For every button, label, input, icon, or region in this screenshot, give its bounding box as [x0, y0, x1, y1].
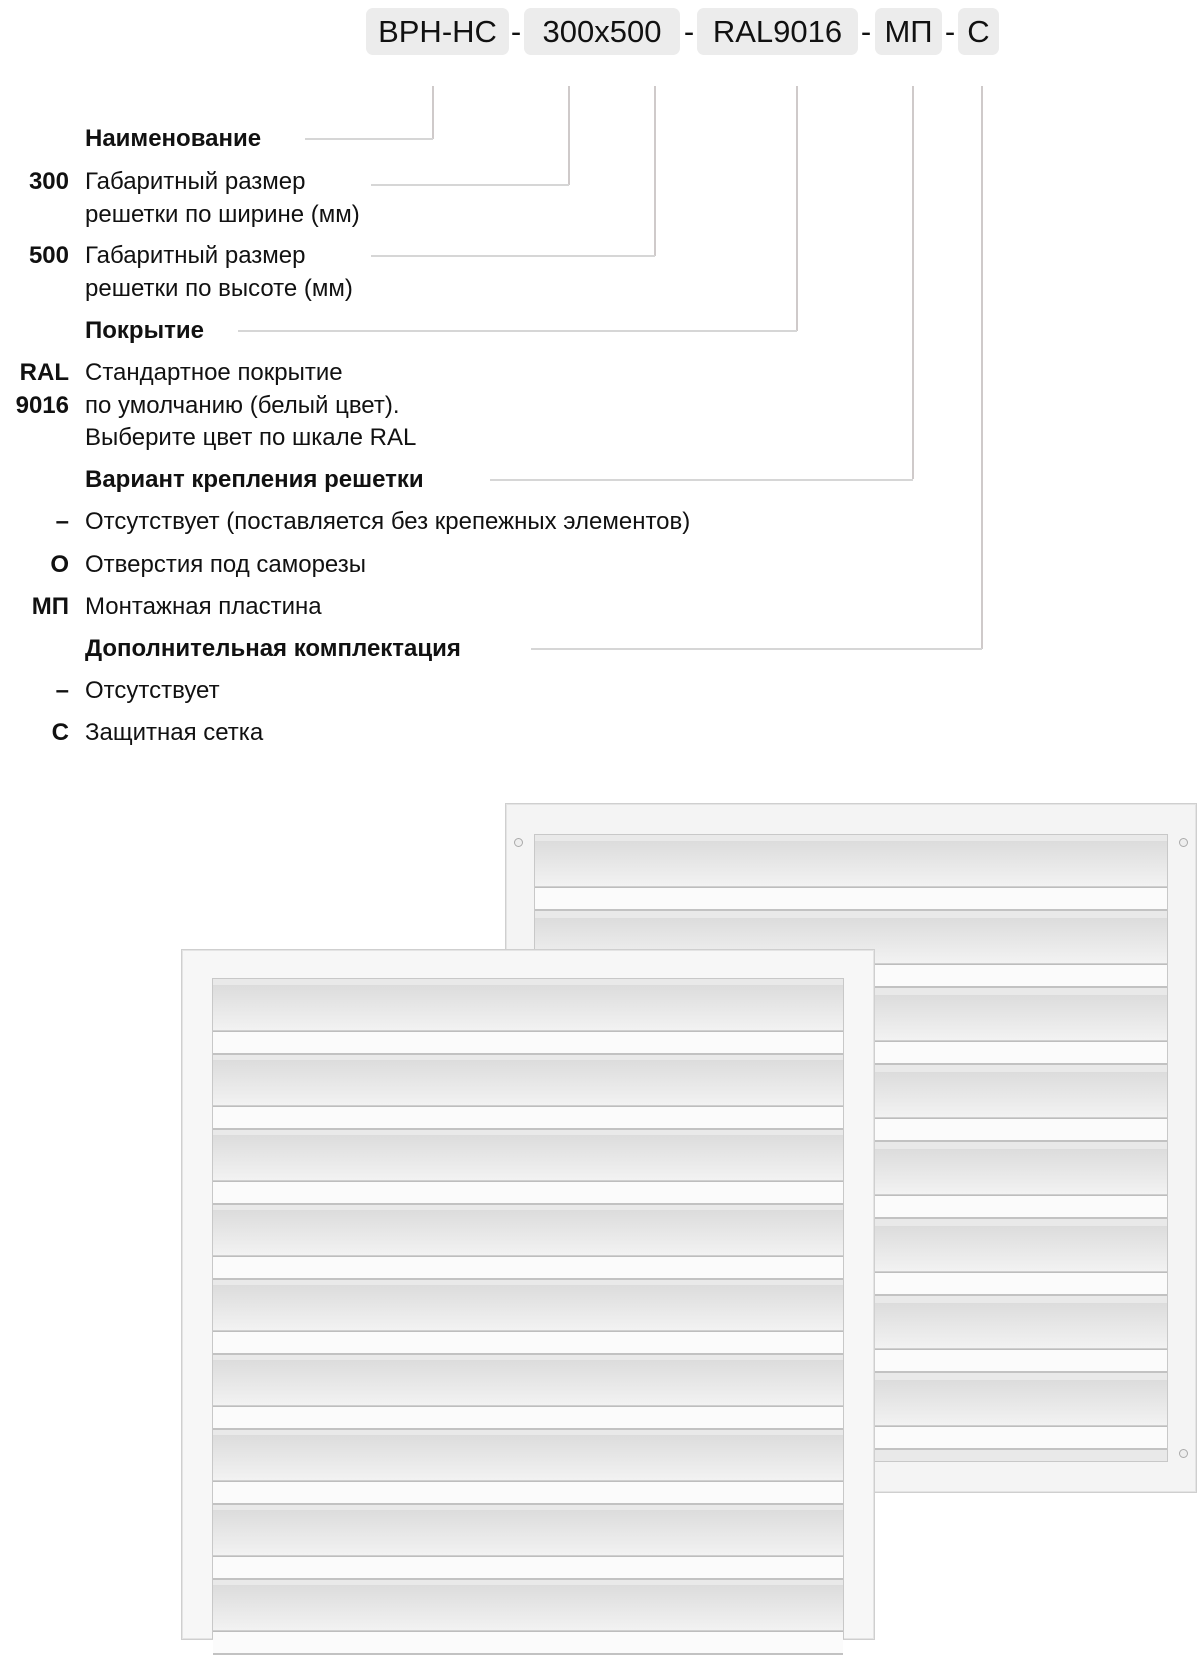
- extra-heading: Дополнительная комплектация: [85, 635, 461, 662]
- width-text-1: Габаритный размер: [85, 168, 306, 195]
- height-text-1: Габаритный размер: [85, 242, 306, 269]
- code-part-size: 300x500: [524, 8, 680, 55]
- code-separator: -: [944, 14, 956, 49]
- coating-text-2: по умолчанию (белый цвет).: [85, 392, 400, 419]
- coating-text-3: Выберите цвет по шкале RAL: [85, 424, 417, 451]
- extra-option-text: Отсутствует: [85, 677, 220, 704]
- coating-text-1: Стандартное покрытие: [85, 359, 343, 386]
- louver-slat: [535, 841, 1167, 916]
- mount-option-text: Отсутствует (поставляется без крепежных …: [85, 508, 691, 535]
- mount-heading: Вариант крепления решетки: [85, 466, 424, 493]
- height-text-2: решетки по высоте (мм): [85, 275, 353, 302]
- coating-heading: Покрытие: [85, 317, 204, 344]
- extra-option-text: Защитная сетка: [85, 719, 264, 746]
- width-text-2: решетки по ширине (мм): [85, 201, 360, 228]
- extra-option-code: С: [51, 719, 69, 746]
- extra-option-code: –: [55, 677, 69, 704]
- louver-slat: [213, 1135, 843, 1210]
- louver-slat: [213, 1360, 843, 1435]
- width-code: 300: [28, 168, 69, 195]
- coating-code-2: 9016: [15, 392, 69, 419]
- code-separator: -: [683, 14, 695, 49]
- mount-option-code: МП: [31, 593, 69, 620]
- louver-slat: [213, 1285, 843, 1360]
- code-part-coating: RAL9016: [697, 8, 858, 55]
- mount-option-text: Монтажная пластина: [85, 593, 322, 620]
- louver-slat: [213, 985, 843, 1060]
- mount-option-text: Отверстия под саморезы: [85, 551, 367, 578]
- louver-slat: [213, 1585, 843, 1660]
- name-heading: Наименование: [85, 125, 262, 152]
- coating-code-1: RAL: [19, 359, 69, 386]
- louver-slat: [213, 1210, 843, 1285]
- louver-slat: [213, 1435, 843, 1510]
- code-separator: -: [860, 14, 872, 49]
- height-code: 500: [28, 242, 69, 269]
- code-part-name: ВРН-НС: [366, 8, 509, 55]
- code-part-extra: С: [958, 8, 999, 55]
- mount-option-code: –: [55, 508, 69, 535]
- code-separator: -: [510, 14, 522, 49]
- mount-option-code: О: [50, 551, 69, 578]
- louver-slat: [213, 1060, 843, 1135]
- grille-image-front: [181, 949, 875, 1655]
- code-part-mount: МП: [875, 8, 942, 55]
- louver-slat: [213, 1510, 843, 1585]
